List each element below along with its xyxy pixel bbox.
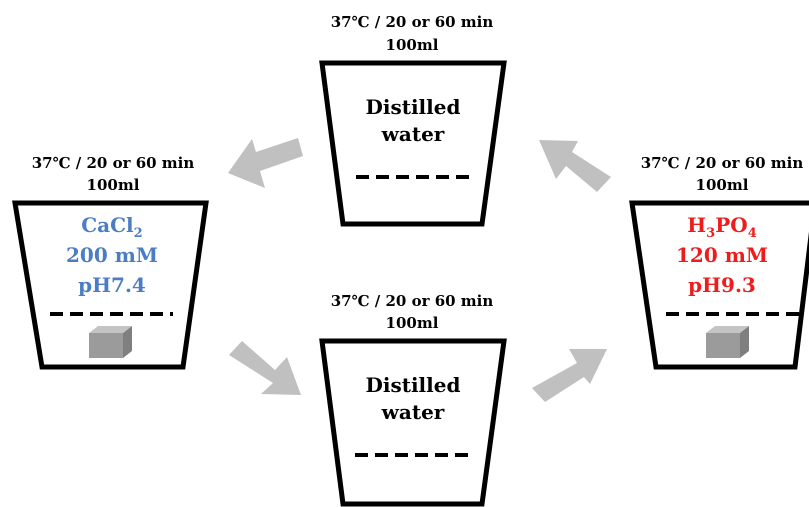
left-beaker-formula-base: CaCl [81,213,134,237]
left-beaker-volume: 100ml [87,176,140,194]
right-beaker: 37℃ / 20 or 60 min 100ml H3PO4 120 mM pH… [629,154,809,370]
right-beaker-vessel [629,200,809,370]
arrow-right-to-top [539,140,611,192]
top-beaker-label-line1: Distilled [366,95,461,119]
arrow-top-to-left [228,138,303,188]
bottom-beaker-condition: 37℃ / 20 or 60 min [331,292,494,310]
top-beaker-volume: 100ml [386,36,439,54]
right-beaker-formula-h: H [687,213,706,237]
left-beaker-concentration: 200 mM [66,243,158,267]
right-beaker-concentration: 120 mM [676,243,768,267]
right-beaker-formula-po: PO [715,213,747,237]
right-beaker-ph: pH9.3 [688,273,756,297]
bottom-beaker: 37℃ / 20 or 60 min 100ml Distilled water [319,292,507,507]
left-beaker-condition: 37℃ / 20 or 60 min [32,154,195,172]
arrow-bottom-to-right [532,349,607,402]
left-beaker: 37℃ / 20 or 60 min 100ml CaCl2 200 mM pH… [12,154,209,370]
left-beaker-formula: CaCl2 [81,213,142,241]
top-beaker-label-line2: water [381,122,445,146]
bottom-beaker-label-line2: water [381,400,445,424]
bottom-beaker-label-line1: Distilled [366,373,461,397]
left-beaker-sample-block [89,326,132,358]
right-beaker-sample-block [706,326,749,358]
left-beaker-formula-sub: 2 [134,226,143,241]
right-beaker-formula-sub2: 4 [748,226,757,241]
top-beaker-condition: 37℃ / 20 or 60 min [331,13,494,31]
right-beaker-condition: 37℃ / 20 or 60 min [641,154,804,172]
left-beaker-vessel [12,200,209,370]
bottom-beaker-vessel [319,338,507,507]
bottom-beaker-volume: 100ml [386,314,439,332]
right-beaker-formula: H3PO4 [687,213,756,241]
right-beaker-formula-sub1: 3 [706,226,715,241]
left-beaker-ph: pH7.4 [78,273,146,297]
top-beaker: 37℃ / 20 or 60 min 100ml Distilled water [319,13,507,227]
top-beaker-vessel [319,60,507,227]
right-beaker-volume: 100ml [696,176,749,194]
arrow-left-to-bottom [229,341,301,395]
